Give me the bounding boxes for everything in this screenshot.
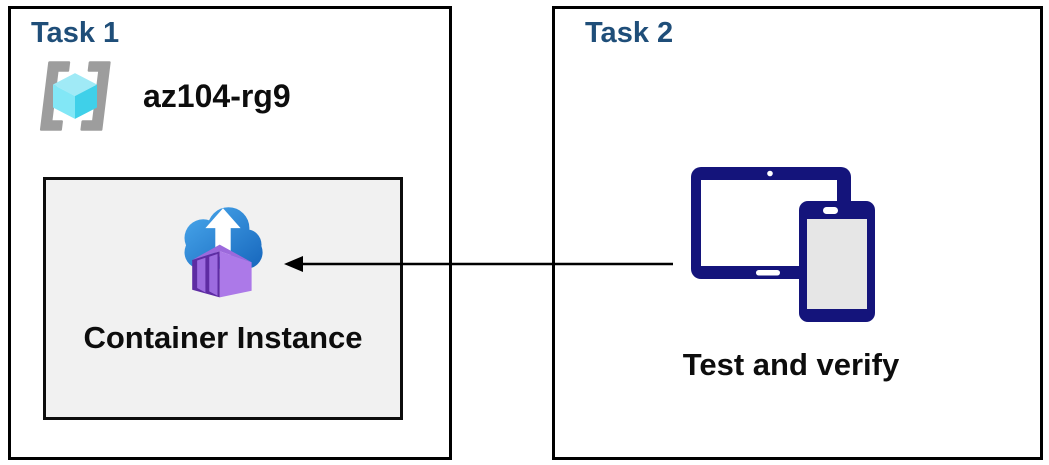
container-instance-label: Container Instance [83, 320, 363, 355]
resource-group-icon [39, 61, 111, 131]
container-instance-icon [184, 207, 263, 298]
task1-title: Task 1 [31, 17, 120, 49]
container-shape [192, 244, 252, 298]
task1-box: Task 1 az104-rg9 [8, 6, 452, 460]
task2-box: Task 2 Test and verify [552, 6, 1043, 460]
resource-group: az104-rg9 [31, 55, 291, 137]
test-verify-label: Test and verify [682, 347, 900, 382]
resource-group-name: az104-rg9 [143, 77, 291, 114]
phone-icon [799, 201, 875, 322]
task2-title: Task 2 [585, 17, 674, 49]
tablet-phone-icon [691, 167, 875, 322]
container-instance-box: Container Instance [43, 177, 403, 420]
